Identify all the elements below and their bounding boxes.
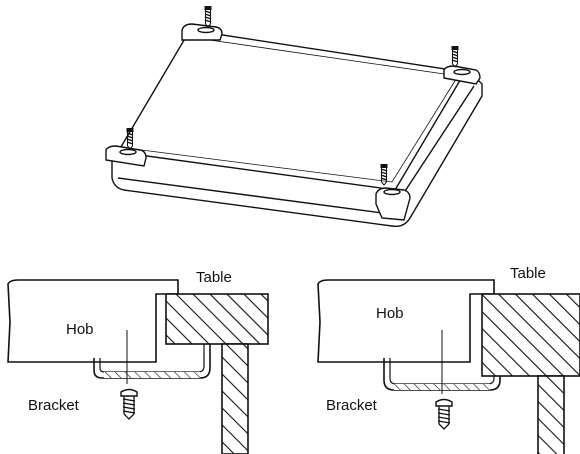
corner-bracket-front-right	[375, 187, 411, 221]
right-hob-label: Hob	[376, 305, 404, 322]
left-table-label: Table	[196, 269, 232, 286]
corner-bracket-back-left	[181, 23, 223, 41]
left-section	[7, 279, 269, 454]
right-hob-body	[317, 279, 495, 363]
right-table-top	[481, 293, 580, 377]
corner-bracket-back-right	[443, 65, 481, 85]
left-bracket-label: Bracket	[28, 397, 80, 414]
left-hob-label: Hob	[66, 321, 94, 338]
right-table-label: Table	[510, 265, 546, 282]
right-bracket-label: Bracket	[326, 397, 378, 414]
corner-bracket-front-left	[105, 145, 147, 167]
right-bracket-screw-icon	[435, 398, 453, 430]
left-bracket-screw-icon	[120, 388, 138, 420]
screw-icon	[203, 5, 213, 28]
hob-panel-perspective	[111, 29, 483, 228]
left-table-leg	[221, 343, 249, 454]
left-table-top	[165, 293, 269, 345]
right-table-leg	[537, 375, 565, 454]
screw-icon	[450, 45, 460, 68]
right-section	[317, 279, 580, 454]
